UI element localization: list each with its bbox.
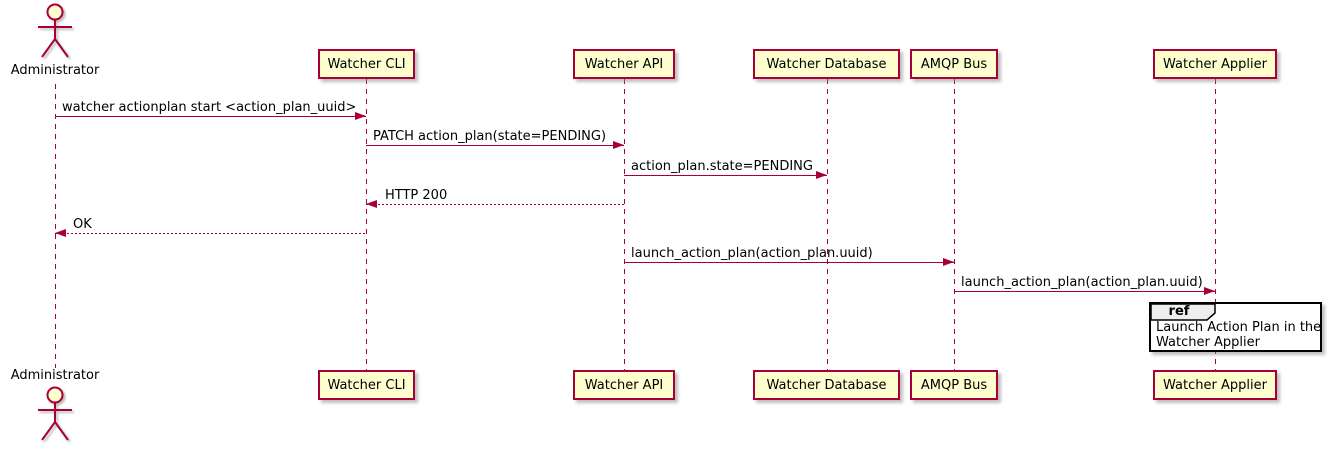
lifeline-watcher-database bbox=[827, 79, 828, 370]
arrow-right-icon bbox=[355, 112, 366, 120]
message-label-4: HTTP 200 bbox=[385, 188, 448, 203]
arrow-left-icon bbox=[55, 229, 66, 237]
lifeline-amqp-bus bbox=[954, 79, 955, 370]
lifeline-watcher-applier bbox=[1215, 79, 1216, 370]
message-line-2 bbox=[366, 145, 624, 146]
participant-watcher-cli-bottom: Watcher CLI bbox=[318, 370, 415, 400]
participant-watcher-applier-top: Watcher Applier bbox=[1153, 49, 1277, 79]
lifeline-watcher-api bbox=[624, 79, 625, 370]
lifeline-watcher-cli bbox=[366, 79, 367, 370]
arrow-right-icon bbox=[613, 141, 624, 149]
message-line-1 bbox=[55, 116, 366, 117]
ref-tab-shape bbox=[1151, 304, 1216, 321]
participant-watcher-database-bottom: Watcher Database bbox=[753, 370, 900, 400]
ref-fragment: ref Launch Action Plan in the Watcher Ap… bbox=[1149, 302, 1322, 352]
message-line-4 bbox=[366, 204, 624, 205]
message-label-1: watcher actionplan start <action_plan_uu… bbox=[62, 100, 357, 115]
ref-text-line: Watcher Applier bbox=[1156, 335, 1260, 350]
message-label-2: PATCH action_plan(state=PENDING) bbox=[373, 129, 607, 144]
participant-amqp-bus-bottom: AMQP Bus bbox=[910, 370, 998, 400]
message-line-5 bbox=[55, 233, 366, 234]
ref-text-line: Launch Action Plan in the bbox=[1156, 320, 1322, 335]
arrow-right-icon bbox=[943, 258, 954, 266]
participant-watcher-database-top: Watcher Database bbox=[753, 49, 900, 79]
ref-text: Launch Action Plan in the Watcher Applie… bbox=[1156, 320, 1321, 350]
actor-icon-bottom bbox=[35, 386, 75, 447]
participant-watcher-applier-bottom: Watcher Applier bbox=[1153, 370, 1277, 400]
message-label-5: OK bbox=[73, 217, 92, 232]
actor-label-bottom: Administrator bbox=[10, 368, 100, 383]
participant-amqp-bus-top: AMQP Bus bbox=[910, 49, 998, 79]
ref-keyword-label: ref bbox=[1168, 304, 1190, 319]
message-line-7 bbox=[954, 291, 1215, 292]
actor-icon-top bbox=[35, 3, 75, 64]
participant-watcher-cli-top: Watcher CLI bbox=[318, 49, 415, 79]
actor-label-top: Administrator bbox=[10, 63, 100, 78]
message-label-7: launch_action_plan(action_plan.uuid) bbox=[961, 275, 1203, 290]
message-line-6 bbox=[624, 262, 954, 263]
participant-watcher-api-top: Watcher API bbox=[573, 49, 675, 79]
lifeline-administrator bbox=[55, 84, 56, 368]
participant-watcher-api-bottom: Watcher API bbox=[573, 370, 675, 400]
message-label-3: action_plan.state=PENDING bbox=[631, 159, 813, 174]
message-label-6: launch_action_plan(action_plan.uuid) bbox=[631, 246, 873, 261]
arrow-right-icon bbox=[816, 171, 827, 179]
arrow-left-icon bbox=[366, 200, 377, 208]
arrow-right-icon bbox=[1204, 287, 1215, 295]
message-line-3 bbox=[624, 175, 827, 176]
